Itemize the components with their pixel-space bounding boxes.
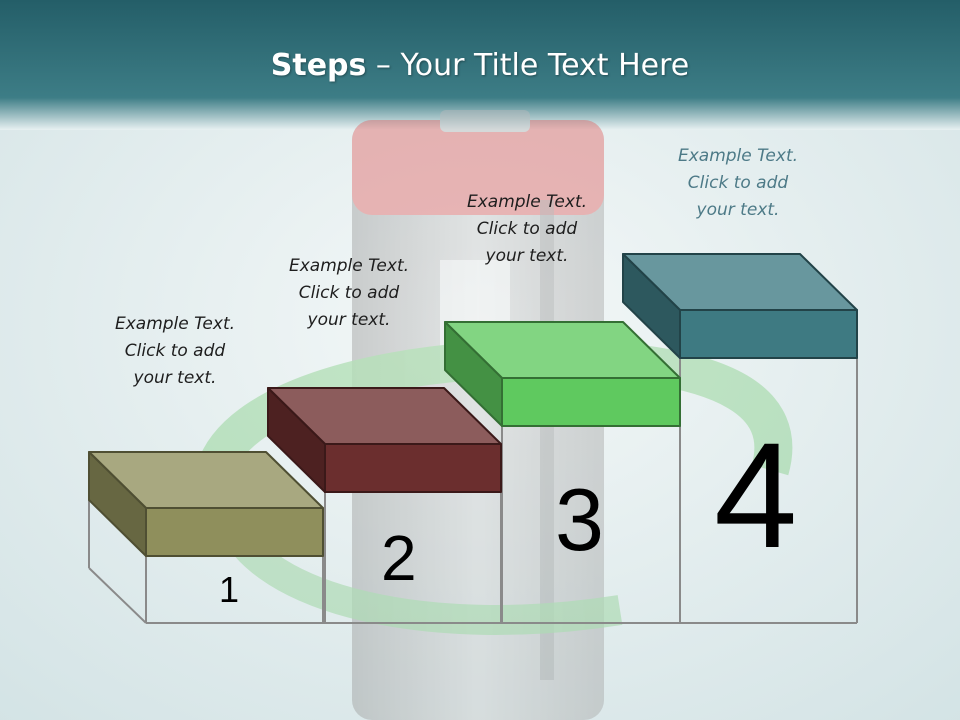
title-rest: Your Title Text Here bbox=[400, 48, 690, 83]
title-bold: Steps bbox=[270, 48, 367, 83]
step-4-front-face bbox=[679, 309, 858, 359]
step-3-front-face bbox=[501, 377, 681, 427]
page-title: Steps – Your Title Text Here bbox=[0, 48, 960, 83]
stair-floor-left-edge bbox=[88, 567, 147, 624]
step-3-number: 3 bbox=[555, 470, 604, 569]
step-3-caption[interactable]: Example Text. Click to add your text. bbox=[466, 192, 588, 266]
step-1-front-face bbox=[145, 507, 324, 557]
step-2-front-face bbox=[324, 443, 502, 493]
title-dash: – bbox=[366, 48, 401, 83]
step-4-number: 4 bbox=[714, 411, 798, 579]
step-2-caption[interactable]: Example Text. Click to add your text. bbox=[288, 256, 410, 330]
step-4-caption[interactable]: Example Text. Click to add your text. bbox=[677, 146, 799, 220]
step-1-number: 1 bbox=[219, 569, 240, 610]
step-2-number: 2 bbox=[381, 522, 417, 594]
step-1-caption[interactable]: Example Text. Click to add your text. bbox=[114, 314, 236, 388]
